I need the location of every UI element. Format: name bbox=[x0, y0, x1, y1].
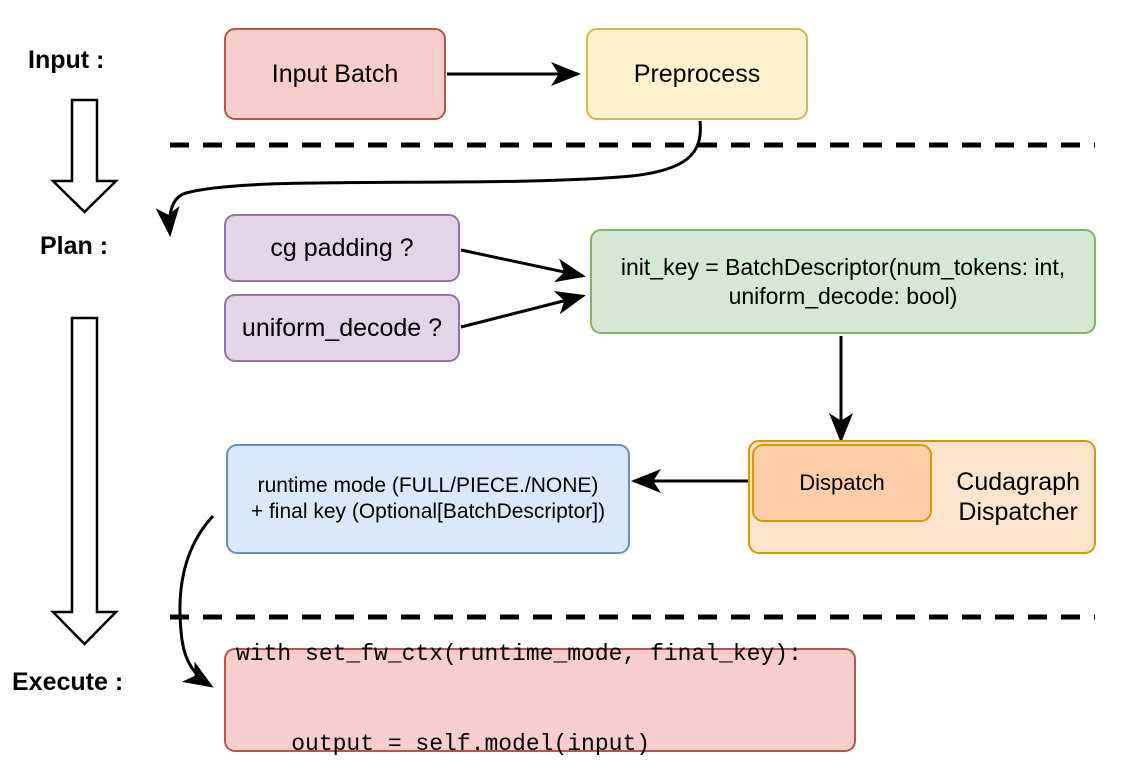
node-runtime-mode-line1: runtime mode (FULL/PIECE./NONE) bbox=[257, 474, 599, 498]
node-runtime-mode-text: runtime mode (FULL/PIECE./NONE) + final … bbox=[236, 473, 620, 524]
node-cg-padding-label: cg padding ? bbox=[270, 233, 414, 262]
node-init-key-line2: uniform_decode: bool) bbox=[728, 282, 958, 309]
stage-label-plan: Plan : bbox=[40, 232, 109, 260]
node-uniform-decode-label: uniform_decode ? bbox=[241, 313, 443, 342]
node-init-key-line1: init_key = BatchDescriptor(num_tokens: i… bbox=[620, 254, 1066, 281]
node-code-block-line1: with set_fw_ctx(runtime_mode, final_key)… bbox=[236, 641, 802, 668]
stage-arrow-input-to-plan bbox=[49, 98, 120, 214]
stage-label-input: Input : bbox=[28, 46, 105, 74]
node-init-key-text: init_key = BatchDescriptor(num_tokens: i… bbox=[600, 253, 1086, 309]
node-input-batch[interactable]: Input Batch bbox=[224, 28, 446, 120]
node-uniform-decode[interactable]: uniform_decode ? bbox=[224, 294, 460, 362]
node-preprocess-label: Preprocess bbox=[633, 59, 761, 88]
arrow-cg-padding-to-init-key bbox=[460, 248, 586, 283]
node-cudagraph-dispatcher-line2: Dispatcher bbox=[958, 498, 1078, 526]
node-code-block-line2: output = self.model(input) bbox=[236, 730, 651, 757]
node-cg-padding[interactable]: cg padding ? bbox=[224, 214, 460, 282]
node-runtime-mode[interactable]: runtime mode (FULL/PIECE./NONE) + final … bbox=[226, 444, 630, 554]
stage-arrow-plan-to-execute bbox=[50, 316, 119, 646]
node-code-block-text: with set_fw_ctx(runtime_mode, final_key)… bbox=[236, 580, 802, 770]
stage-label-execute: Execute : bbox=[12, 668, 124, 696]
node-dispatch-label: Dispatch bbox=[799, 469, 885, 495]
node-cudagraph-dispatcher-text: Cudagraph Dispatcher bbox=[956, 467, 1080, 528]
arrow-uniform-decode-to-init-key bbox=[460, 291, 586, 329]
arrow-runtime-mode-to-code bbox=[178, 514, 215, 688]
node-dispatch[interactable]: Dispatch bbox=[752, 444, 932, 522]
node-preprocess[interactable]: Preprocess bbox=[586, 28, 808, 120]
node-cudagraph-dispatcher-line1: Cudagraph bbox=[956, 467, 1080, 496]
node-init-key[interactable]: init_key = BatchDescriptor(num_tokens: i… bbox=[590, 229, 1096, 334]
node-code-block[interactable]: with set_fw_ctx(runtime_mode, final_key)… bbox=[224, 641, 856, 757]
node-runtime-mode-line2: + final key (Optional[BatchDescriptor]) bbox=[250, 500, 606, 523]
node-input-batch-label: Input Batch bbox=[271, 59, 399, 88]
